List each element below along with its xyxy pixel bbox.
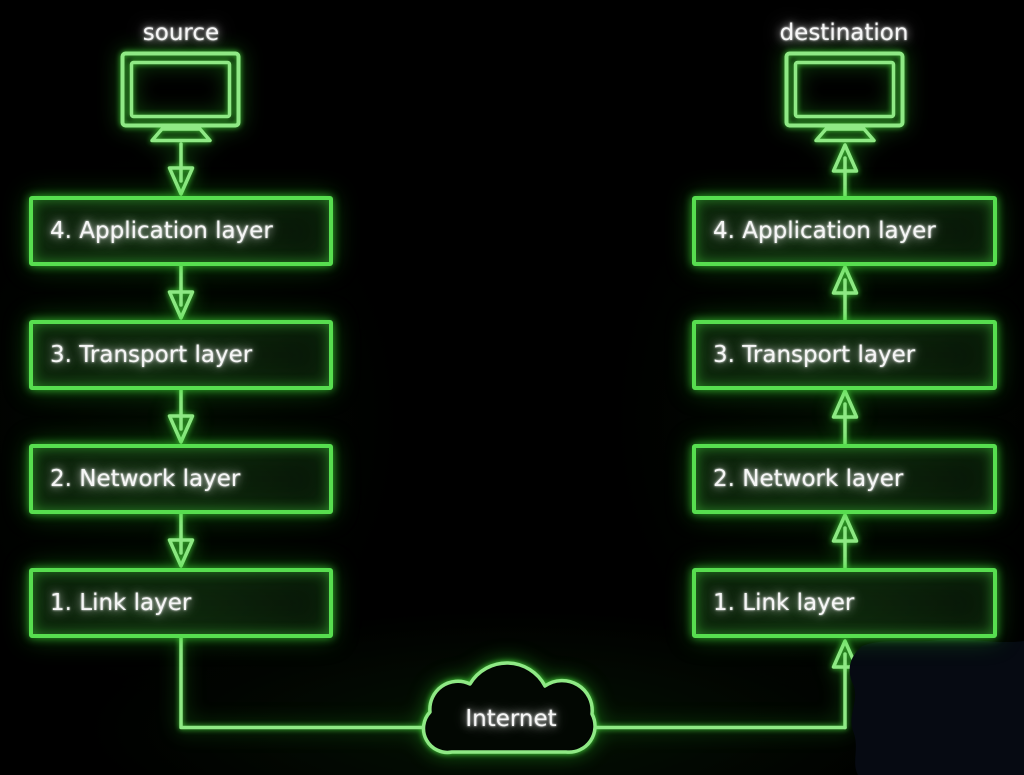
layer-label: 4. Application layer [50, 218, 273, 244]
layer-label: 1. Link layer [713, 590, 855, 616]
cloud-icon [421, 661, 597, 755]
source-link-layer-box: 1. Link layer [29, 568, 333, 638]
arrow-up-icon [831, 389, 859, 446]
source-network-layer-box: 2. Network layer [29, 444, 333, 514]
layer-label: 1. Link layer [50, 590, 192, 616]
layer-label: 3. Transport layer [713, 342, 916, 368]
layer-label: 3. Transport layer [50, 342, 253, 368]
arrow-up-icon [831, 513, 859, 570]
source-title: source [142, 20, 220, 46]
monitor-icon [120, 51, 241, 143]
arrow-down-icon [167, 512, 195, 568]
internet-label: Internet [465, 706, 557, 732]
source-transport-layer-box: 3. Transport layer [29, 320, 333, 390]
destination-link-layer-box: 1. Link layer [692, 568, 997, 638]
destination-network-layer-box: 2. Network layer [692, 444, 997, 514]
layer-label: 2. Network layer [713, 466, 904, 492]
arrow-down-icon [167, 142, 195, 196]
monitor-icon [784, 51, 905, 143]
arrow-down-icon [167, 264, 195, 320]
destination-application-layer-box: 4. Application layer [692, 196, 997, 266]
arrow-up-icon [831, 265, 859, 322]
layer-label: 4. Application layer [713, 218, 936, 244]
destination-transport-layer-box: 3. Transport layer [692, 320, 997, 390]
connector-line [179, 635, 847, 730]
destination-title: destination [779, 20, 909, 46]
arrow-down-icon [167, 388, 195, 444]
layer-label: 2. Network layer [50, 466, 241, 492]
arrow-up-icon [831, 143, 859, 198]
source-application-layer-box: 4. Application layer [29, 196, 333, 266]
arrow-up-icon [831, 639, 859, 730]
